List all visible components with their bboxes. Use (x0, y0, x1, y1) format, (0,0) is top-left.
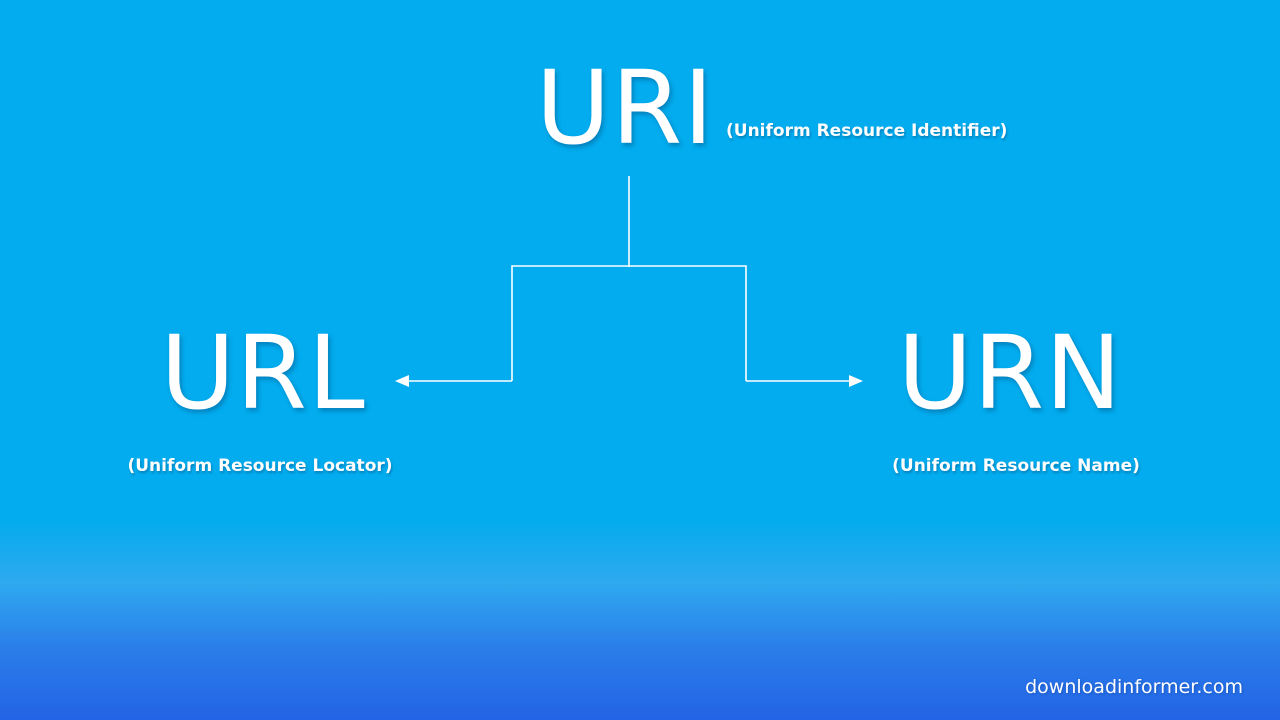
right-arrowhead (849, 375, 863, 387)
url-full-name-label: (Uniform Resource Locator) (127, 456, 393, 476)
uri-full-name-label: (Uniform Resource Identifier) (726, 121, 1008, 141)
urn-full-name-label: (Uniform Resource Name) (892, 456, 1140, 476)
uri-abbreviation-label: URI (535, 49, 715, 168)
watermark-text: downloadinformer.com (1025, 676, 1243, 698)
left-arrowhead (395, 375, 409, 387)
urn-abbreviation-label: URN (897, 314, 1123, 433)
branch-bracket (511, 265, 747, 381)
url-abbreviation-label: URL (160, 314, 366, 433)
